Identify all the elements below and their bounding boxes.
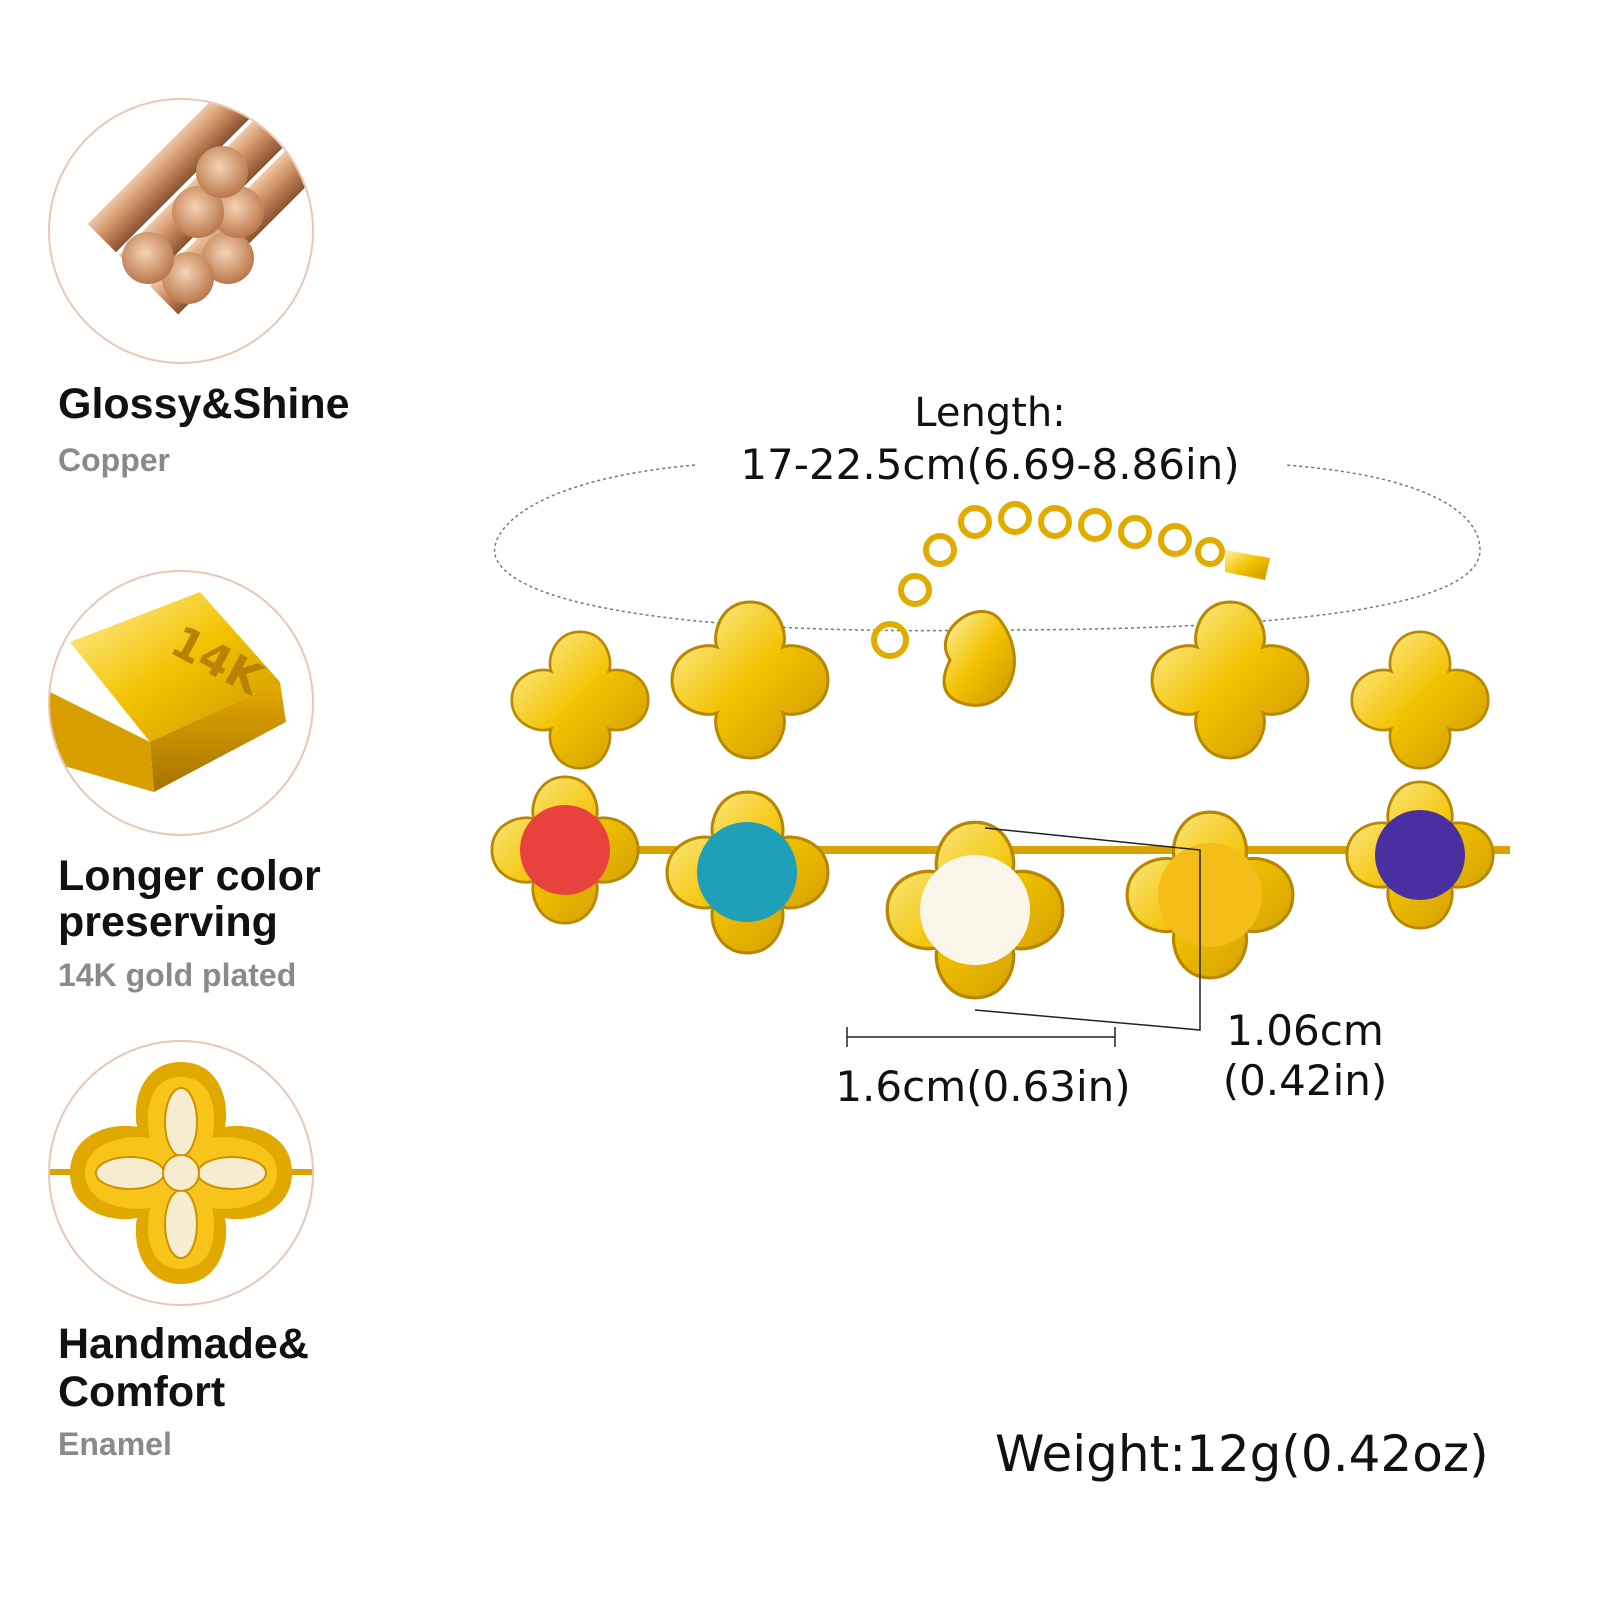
- feature-title-handmade-line2: Comfort: [58, 1368, 226, 1416]
- feature-title-longer-color-line2: preserving: [58, 898, 278, 946]
- copper-rods-image: [48, 98, 314, 364]
- enamel-clover-image: [48, 1040, 314, 1306]
- feature-title-glossy: Glossy&Shine: [58, 380, 350, 428]
- enamel-clover-icon: [50, 1062, 312, 1284]
- copper-rods-icon: [87, 100, 312, 315]
- feature-title-longer-color-line1: Longer color: [58, 852, 321, 900]
- height-measure-in: (0.42in): [1222, 1056, 1388, 1105]
- height-measure-cm: 1.06cm: [1226, 1006, 1384, 1055]
- length-value: 17-22.5cm(6.69-8.86in): [740, 440, 1240, 489]
- feature-subtitle-gold-plated: 14K gold plated: [58, 957, 297, 993]
- length-label: Length:: [914, 390, 1066, 436]
- gold-bar-icon: 14K: [50, 592, 286, 792]
- front-clovers: [490, 775, 1495, 1000]
- feature-subtitle-enamel: Enamel: [58, 1426, 172, 1462]
- feature-title-handmade-line1: Handmade&: [58, 1320, 309, 1368]
- feature-subtitle-copper: Copper: [58, 442, 170, 478]
- weight-label: Weight:12g(0.42oz): [995, 1425, 1489, 1483]
- width-measure: 1.6cm(0.63in): [835, 1062, 1131, 1111]
- bracelet-image: [490, 464, 1510, 1047]
- gold-bar-image: 14K: [48, 570, 314, 836]
